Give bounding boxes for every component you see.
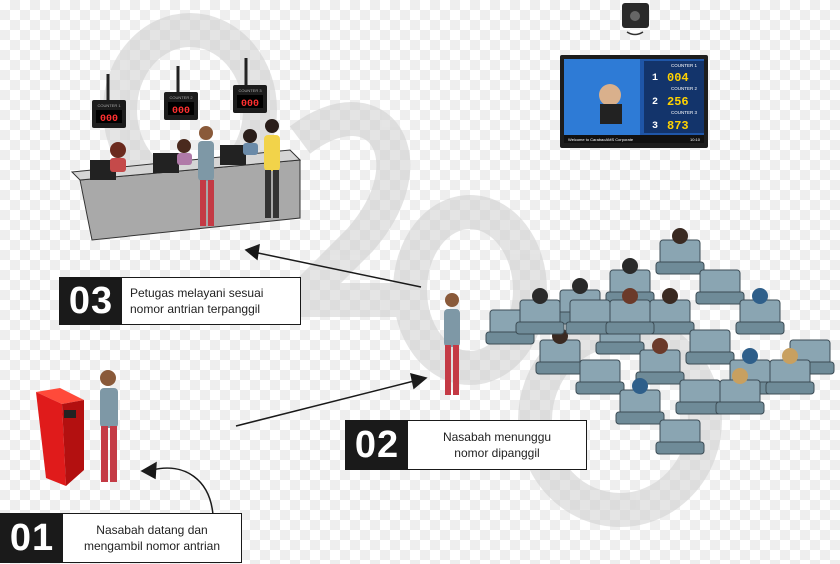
step-number-02: 02 [346,421,408,469]
counter-sign-2: COUNTER 2 [169,95,193,100]
counter-sign-1: COUNTER 1 [97,103,121,108]
monitor [153,153,179,173]
flow-arrows [140,243,428,516]
waiting-chair [695,269,745,305]
seated-person [572,278,588,294]
tv-counter-row-2: COUNTER 2 2 256 [652,86,697,109]
seated-person [672,228,688,244]
waiting-chair [675,379,725,415]
tv-number-3: 873 [667,119,689,133]
waiting-chair [635,338,685,385]
waiting-area-seats [485,228,835,455]
tv-counter-row-3: COUNTER 3 3 873 [652,110,697,133]
seated-person [622,258,638,274]
arrow-head-waiting [410,372,428,390]
waiting-customer [444,293,460,395]
svg-text:COUNTER 1: COUNTER 1 [671,63,697,68]
tv-clock: 10:10 [690,137,701,142]
svg-text:COUNTER 3: COUNTER 3 [671,110,697,115]
customer-at-counter-2 [264,119,280,218]
step-description-03: Petugas melayani sesuai nomor antrian te… [130,286,264,316]
arrow-to-counter [257,252,422,288]
seated-person [752,288,768,304]
tv-counter-row-1: COUNTER 1 1 004 [652,63,697,85]
ticket-kiosk [36,388,84,486]
counter-display-number-3: 000 [241,99,259,110]
waiting-chair [535,328,585,375]
arrow-head-kiosk [140,461,157,480]
waiting-chair [765,348,815,395]
counter-display-2: COUNTER 2 000 [164,66,198,120]
svg-text:1: 1 [652,73,658,84]
counter-sign-3: COUNTER 3 [238,88,262,93]
monitor [220,145,246,165]
customer-at-kiosk [100,370,118,482]
step-01: 01 Nasabah datang dan mengambil nomor an… [0,513,242,563]
speaker-icon [622,3,649,36]
customer-at-counter-1 [198,126,214,226]
waiting-chair [565,299,615,335]
waiting-chair [575,359,625,395]
waiting-chair [735,288,785,335]
counter-display-number-1: 000 [100,114,118,125]
svg-text:COUNTER 2: COUNTER 2 [671,86,697,91]
step-03: 03 Petugas melayani sesuai nomor antrian… [59,277,301,325]
waiting-chair [655,228,705,275]
step-number-03: 03 [60,278,122,324]
arrow-to-kiosk [151,467,214,516]
seated-person [652,338,668,354]
tv-number-2: 256 [667,95,689,109]
tv-number-1: 004 [667,71,689,85]
arrow-head-counter [244,243,260,261]
counter-display-3: COUNTER 3 000 [233,58,267,113]
step-02: 02 Nasabah menunggu nomor dipanggil [345,420,587,470]
waiting-chair [655,419,705,455]
monitor [90,160,116,180]
teller-head [243,129,257,143]
svg-text:2: 2 [652,97,658,108]
seated-person [662,288,678,304]
seated-person [782,348,798,364]
seated-person [622,288,638,304]
step-description-02: Nasabah menunggu nomor dipanggil [442,430,552,460]
teller-head [177,139,191,153]
seated-person [632,378,648,394]
step-number-01: 01 [1,514,63,562]
waiting-chair [515,288,565,335]
counter-display-1: COUNTER 1 000 [92,74,126,128]
seated-person [532,288,548,304]
seated-person [732,368,748,384]
waiting-chair [715,368,765,415]
tv-ticker: Welcome to CarabaoAMS Corporate [568,137,634,142]
step-description-01: Nasabah datang dan mengambil nomor antri… [83,523,221,553]
waiting-chair [615,378,665,425]
waiting-chair [605,288,655,335]
teller-head [110,142,126,158]
seated-person [742,348,758,364]
arrow-to-waiting [235,380,415,427]
svg-text:3: 3 [652,121,658,132]
tv-counter-panel: COUNTER 1 1 004 COUNTER 2 2 256 COUNTER … [568,63,701,142]
counter-display-number-2: 000 [172,106,190,117]
waiting-chair [685,329,735,365]
service-counter [70,129,302,241]
queue-tv [560,55,708,148]
